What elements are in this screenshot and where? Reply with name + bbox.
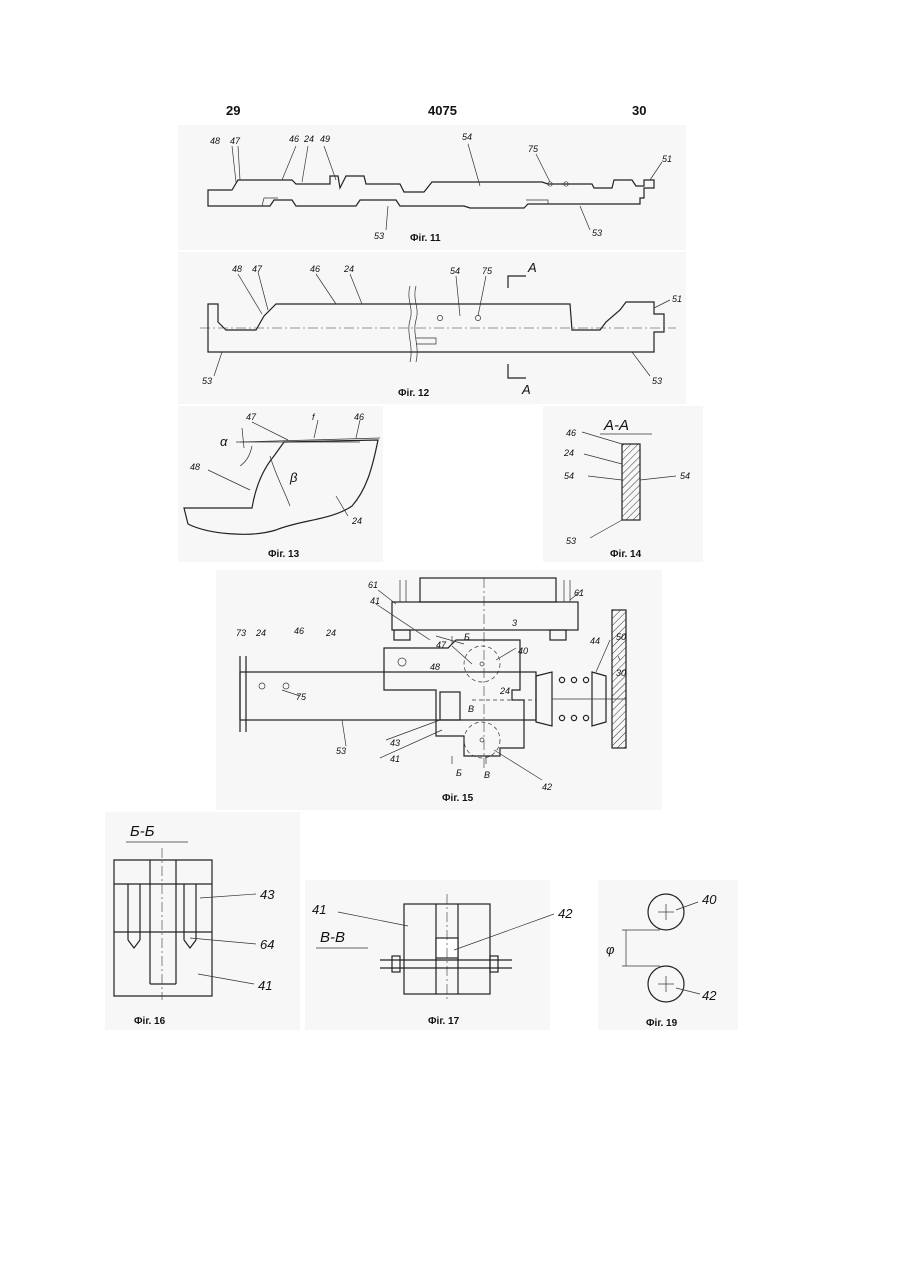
fig12-label-53-right: 53: [652, 376, 662, 386]
fig12-label-75: 75: [482, 266, 493, 276]
fig11-label-53-left: 53: [374, 231, 384, 241]
fig14-section-label: A-A: [603, 417, 629, 434]
fig15-label-61-right: 61: [574, 588, 584, 598]
fig12-label-24: 24: [343, 264, 354, 274]
fig15-label-v-bottom: B: [484, 770, 490, 780]
fig16-label-64: 64: [260, 937, 274, 952]
fig15-label-b-top: Б: [464, 632, 470, 642]
fig11-label-49: 49: [320, 134, 330, 144]
fig14-label-54-right: 54: [680, 471, 690, 481]
fig12-label-46: 46: [310, 264, 320, 274]
fig16-label-41: 41: [258, 978, 272, 993]
fig15-label-46: 46: [294, 626, 304, 636]
fig13-label-47: 47: [246, 412, 257, 422]
fig12-label-51: 51: [672, 294, 682, 304]
fig15-label-24-left: 24: [255, 628, 266, 638]
fig11-label-24: 24: [303, 134, 314, 144]
fig14-label-54-left: 54: [564, 471, 574, 481]
fig12-label-48: 48: [232, 264, 242, 274]
fig17-caption: Фіг. 17: [428, 1016, 460, 1027]
fig13-label-48: 48: [190, 462, 200, 472]
fig11-label-48: 48: [210, 136, 220, 146]
fig12-label-53-left: 53: [202, 376, 212, 386]
fig15-label-24-right: 24: [499, 686, 510, 696]
fig15-label-40: 40: [518, 646, 528, 656]
fig15-label-b-bottom: Б: [456, 768, 462, 778]
fig19-label-phi: φ: [606, 942, 615, 957]
fig12-label-section-a-top: A: [527, 260, 537, 275]
fig15-label-61-left: 61: [368, 580, 378, 590]
fig15-label-50: 50: [616, 632, 626, 642]
fig11-label-54: 54: [462, 132, 472, 142]
fig15-label-53: 53: [336, 746, 346, 756]
fig14-label-53: 53: [566, 536, 576, 546]
fig11-label-75: 75: [528, 144, 539, 154]
fig15-label-43: 43: [390, 738, 400, 748]
fig15-label-3: 3: [512, 618, 517, 628]
fig15-label-73: 73: [236, 628, 246, 638]
fig14-caption: Фіг. 14: [610, 549, 642, 560]
fig12-caption: Фіг. 12: [398, 388, 430, 399]
fig17-label-42: 42: [558, 906, 573, 921]
fig12-label-54: 54: [450, 266, 460, 276]
fig17-label-41: 41: [312, 902, 326, 917]
fig16-section-label: Б-Б: [130, 823, 155, 840]
fig19-label-40: 40: [702, 892, 717, 907]
fig14-label-24: 24: [563, 448, 574, 458]
fig13-label-24: 24: [351, 516, 362, 526]
fig11-label-53-right: 53: [592, 228, 602, 238]
fig16-caption: Фіг. 16: [134, 1016, 166, 1027]
fig11-label-47: 47: [230, 136, 241, 146]
fig16-label-43: 43: [260, 887, 275, 902]
fig15-label-30: 30: [616, 668, 626, 678]
fig15-label-41-top: 41: [370, 596, 380, 606]
fig12-label-47: 47: [252, 264, 263, 274]
fig15-label-41-bottom: 41: [390, 754, 400, 764]
fig13-label-46: 46: [354, 412, 364, 422]
fig15-label-44: 44: [590, 636, 600, 646]
fig15-label-47: 47: [436, 640, 447, 650]
fig13-label-alpha: α: [220, 434, 228, 449]
fig15-label-48: 48: [430, 662, 440, 672]
fig17-section-label: B-B: [320, 929, 345, 946]
fig13-caption: Фіг. 13: [268, 549, 300, 560]
fig19-caption: Фіг. 19: [646, 1018, 678, 1029]
fig15-caption: Фіг. 15: [442, 793, 474, 804]
fig13-label-beta: β: [289, 470, 298, 485]
fig15-label-v-top: B: [468, 704, 474, 714]
fig15-label-75: 75: [296, 692, 307, 702]
fig11-caption: Фіг. 11: [410, 233, 441, 244]
fig11-label-46: 46: [289, 134, 299, 144]
fig12-label-section-a-bottom: A: [521, 382, 531, 397]
fig19-label-42: 42: [702, 988, 717, 1003]
fig15-label-42: 42: [542, 782, 552, 792]
fig11-label-51: 51: [662, 154, 672, 164]
fig15-label-24-mid: 24: [325, 628, 336, 638]
fig14-label-46: 46: [566, 428, 576, 438]
